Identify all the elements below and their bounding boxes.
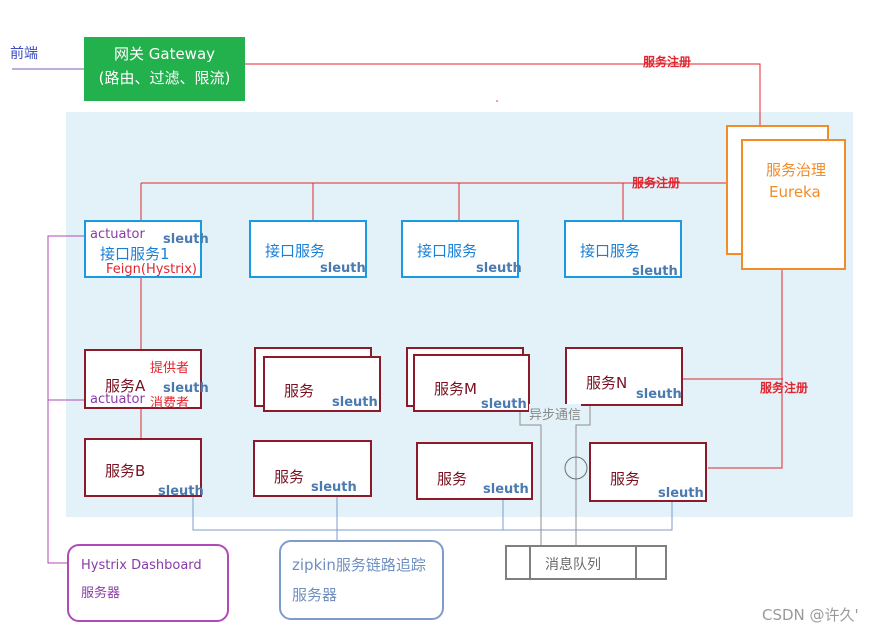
- api-service-1-title: 接口服务1: [100, 245, 170, 263]
- service-title: 服务: [610, 470, 641, 488]
- mq-right-divider: [635, 547, 637, 578]
- consumer-label: 消费者: [150, 396, 190, 411]
- sleuth-label: sleuth: [483, 482, 529, 497]
- api-service-4[interactable]: 接口服务 sleuth: [564, 220, 682, 279]
- hystrix-dashboard-title: Hystrix Dashboard: [81, 558, 202, 573]
- api-service-1-subtitle: Feign(Hystrix): [106, 262, 197, 277]
- sleuth-label: sleuth: [311, 480, 357, 495]
- mq-left-divider: [529, 547, 531, 578]
- gateway-subtitle: (路由、过滤、限流): [98, 69, 231, 87]
- registration-label-api: 服务注册: [632, 176, 681, 190]
- service-n[interactable]: 服务N sleuth: [565, 347, 683, 406]
- hystrix-dashboard-subtitle: 服务器: [81, 586, 121, 601]
- service-b[interactable]: 服务B sleuth: [84, 438, 204, 499]
- zipkin-tracing-server[interactable]: zipkin服务链路追踪 服务器: [279, 540, 444, 620]
- gateway-title: 网关 Gateway: [113, 45, 216, 63]
- registration-label-service: 服务注册: [760, 381, 809, 395]
- zipkin-subtitle: 服务器: [292, 586, 338, 604]
- api-service-2[interactable]: 接口服务 sleuth: [249, 220, 367, 278]
- provider-label: 提供者: [150, 361, 190, 376]
- service-title: 服务: [284, 382, 315, 400]
- service-m[interactable]: 服务M sleuth: [413, 354, 530, 412]
- hystrix-dashboard-server[interactable]: Hystrix Dashboard 服务器: [67, 544, 229, 622]
- service-3[interactable]: 服务 sleuth: [253, 440, 372, 497]
- eureka-subtitle: Eureka: [769, 183, 821, 201]
- watermark: CSDN @许久': [762, 606, 859, 624]
- actuator-label-service: actuator: [90, 392, 145, 407]
- api-service-3[interactable]: 接口服务 sleuth: [401, 220, 522, 278]
- service-m-title: 服务M: [434, 380, 477, 398]
- sleuth-label: sleuth: [158, 484, 204, 499]
- actuator-label-api: actuator: [90, 227, 145, 242]
- sleuth-label: sleuth: [332, 395, 378, 410]
- api-service-title: 接口服务: [417, 242, 478, 260]
- eureka-box[interactable]: 服务治理 Eureka: [741, 139, 846, 270]
- sleuth-label: sleuth: [632, 264, 678, 279]
- sleuth-label: sleuth: [476, 261, 522, 276]
- eureka-title: 服务治理: [766, 161, 827, 179]
- sleuth-label: sleuth: [481, 397, 527, 412]
- gateway-box[interactable]: 网关 Gateway (路由、过滤、限流): [84, 37, 245, 101]
- message-queue[interactable]: 消息队列: [505, 545, 667, 580]
- service-n-title: 服务N: [586, 374, 628, 392]
- sleuth-label: sleuth: [636, 387, 682, 402]
- service-a[interactable]: 提供者 服务A sleuth actuator 消费者: [84, 349, 209, 411]
- sleuth-label: sleuth: [320, 261, 366, 276]
- service-title: 服务: [274, 468, 305, 486]
- service-2[interactable]: 服务 sleuth: [263, 356, 381, 412]
- service-b-title: 服务B: [105, 462, 146, 480]
- zipkin-title: zipkin服务链路追踪: [292, 556, 426, 574]
- registration-label-gateway: 服务注册: [643, 55, 692, 69]
- api-service-1[interactable]: actuator sleuth 接口服务1 Feign(Hystrix): [84, 220, 209, 278]
- service-a-title: 服务A: [105, 377, 146, 395]
- frontend-label: 前端: [10, 46, 38, 62]
- message-queue-label: 消息队列: [545, 557, 601, 573]
- sleuth-label: sleuth: [658, 486, 704, 501]
- service-title: 服务: [437, 470, 468, 488]
- async-communication-label: 异步通信: [529, 404, 582, 423]
- api-service-title: 接口服务: [265, 242, 326, 260]
- sleuth-label: sleuth: [163, 381, 209, 396]
- service-5[interactable]: 服务 sleuth: [589, 442, 707, 502]
- sleuth-label: sleuth: [163, 232, 209, 247]
- api-service-title: 接口服务: [580, 242, 641, 260]
- service-4[interactable]: 服务 sleuth: [416, 442, 533, 500]
